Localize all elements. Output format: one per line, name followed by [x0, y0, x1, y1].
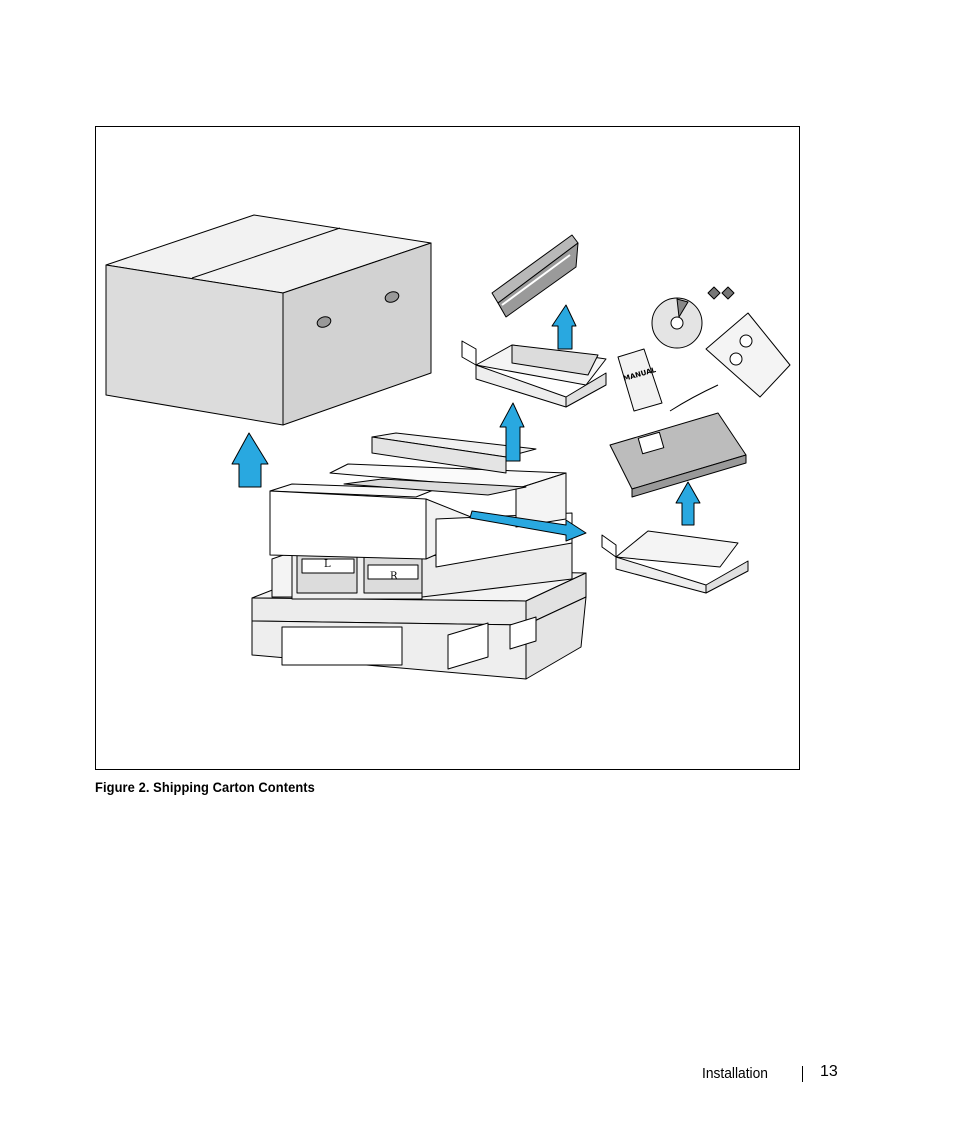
arrow-bezel [675, 481, 701, 526]
figure-caption: Figure 2. Shipping Carton Contents [95, 779, 315, 795]
figure-frame: L R MANUAL [95, 126, 800, 770]
page-number: 13 [820, 1063, 838, 1080]
footer-section-title: Installation [702, 1065, 768, 1082]
arrow-outer-carton [231, 432, 269, 488]
front-bezel [609, 412, 747, 498]
bezel-box [601, 530, 749, 594]
outer-carton [105, 214, 432, 426]
shipping-carton-illustration: L R MANUAL [105, 214, 791, 680]
accessories: MANUAL [617, 286, 791, 412]
battery-left-label: L [324, 559, 331, 570]
arrow-accessory-tray [469, 510, 587, 542]
arrow-rail-kit [551, 304, 577, 350]
footer-divider [802, 1066, 803, 1082]
rail-kit-box [461, 340, 607, 408]
pallet-with-ups: L R [251, 432, 587, 680]
rail-kit [491, 234, 579, 318]
removal-arrows [231, 304, 701, 542]
arrow-rail-box [499, 402, 525, 462]
battery-right-label: R [390, 571, 398, 582]
